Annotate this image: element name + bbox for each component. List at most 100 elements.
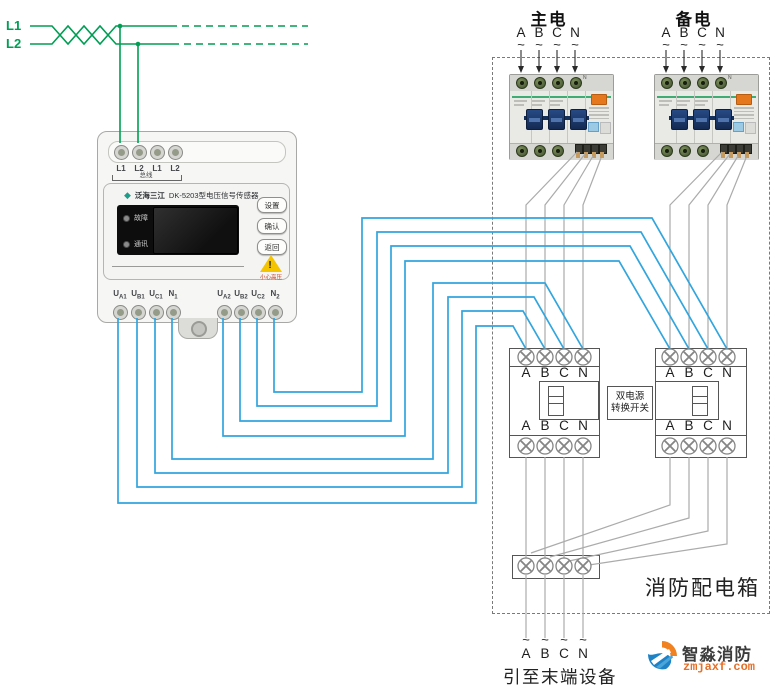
ats-line [510, 435, 599, 437]
breaker-test-button [736, 94, 752, 105]
breaker-test-button [591, 94, 607, 105]
ac-tilde: ~ [553, 37, 561, 52]
device-bottom-terminal-label: UC1 [149, 289, 163, 301]
device-bottom-terminal [216, 304, 232, 320]
device-bottom-terminal-label: N2 [270, 289, 280, 301]
phase-label: B [540, 365, 550, 380]
brand-name: 泛海三江 [134, 191, 165, 200]
breaker-green-stripe [657, 96, 756, 98]
phase-label: A [665, 418, 675, 433]
ac-tilde: ~ [541, 632, 549, 647]
phase-label: A [516, 25, 526, 40]
display-module: 故障 通讯 [117, 205, 239, 255]
device-top-terminal [113, 144, 129, 160]
confirm-button: 确认 [257, 218, 287, 234]
ac-tilde: ~ [535, 37, 543, 52]
breaker-handle [670, 109, 688, 130]
sensor-wire [117, 318, 527, 504]
ats-label-line1: 双电源 [615, 390, 645, 402]
breaker-top-terminal [534, 77, 546, 89]
main-power-label: 主电 [530, 11, 568, 29]
brand-logo-icon: ◆ [124, 190, 131, 200]
breaker-reset-button [588, 122, 599, 132]
site-logo: 智淼消防 zmjaxf.com [646, 640, 755, 677]
comm-led [123, 241, 130, 248]
device-bottom-terminal-label: UA2 [217, 289, 231, 301]
device-bottom-terminal [267, 304, 283, 320]
phase-label: A [661, 25, 671, 40]
device-bottom-terminal [233, 304, 249, 320]
phase-label: N [578, 646, 588, 661]
ats-switch-symbol [548, 386, 564, 416]
device-bottom-terminal-label: UB1 [131, 289, 145, 301]
panel-divider [112, 266, 244, 267]
logo-name: 智淼消防 [682, 646, 752, 664]
phase-label: C [552, 25, 562, 40]
phase-label: B [684, 365, 694, 380]
ac-tilde: ~ [698, 37, 706, 52]
breaker-bottom-terminal [534, 145, 546, 157]
line-l2 [30, 24, 172, 46]
phase-label: B [540, 418, 550, 433]
phase-label: C [703, 365, 713, 380]
ac-tilde: ~ [579, 632, 587, 647]
phase-label: A [521, 365, 531, 380]
breaker-bottom-terminal [661, 145, 673, 157]
comm-led-row: 通讯 [123, 241, 148, 248]
line-l1 [30, 24, 170, 46]
logo-site: zmjaxf.com [683, 660, 756, 674]
ac-tilde: ~ [560, 632, 568, 647]
breaker-handle [569, 109, 587, 130]
breaker-top-terminal [570, 77, 582, 89]
phase-label: A [521, 646, 531, 661]
ac-tilde: ~ [571, 37, 579, 52]
phase-label: N [570, 25, 580, 40]
device-top-terminal-label: L1 [116, 164, 126, 173]
high-voltage-warning-text: 小心高压 [259, 275, 283, 281]
line-l1-label: L1 [6, 18, 22, 33]
ats-line [656, 435, 746, 437]
breaker-bottom-terminal [679, 145, 691, 157]
phase-label: C [697, 25, 707, 40]
device-top-terminal-label: L1 [152, 164, 162, 173]
bus-label: 总线 [137, 172, 155, 180]
phase-label: N [722, 365, 732, 380]
din-clip-hole [191, 321, 207, 337]
din-rail-clip [178, 318, 218, 339]
bus-bracket [112, 175, 182, 181]
breaker-top-terminal [679, 77, 691, 89]
device-top-terminal [149, 144, 165, 160]
breaker-diagram-area [745, 122, 756, 134]
junction-dot [135, 41, 141, 47]
device-bottom-terminal-label: UB2 [234, 289, 248, 301]
phase-label: A [521, 418, 531, 433]
junction-dot [117, 23, 123, 29]
line-l2-label: L2 [6, 36, 22, 51]
ats-switch-symbol [692, 386, 708, 416]
breaker-diagram-area [600, 122, 611, 134]
device-bottom-terminal [130, 304, 146, 320]
phase-label: B [540, 646, 550, 661]
phase-label: C [559, 365, 569, 380]
fault-led-row: 故障 [123, 215, 148, 222]
phase-label: C [559, 418, 569, 433]
phase-label: C [703, 418, 713, 433]
ac-tilde: ~ [662, 37, 670, 52]
ac-tilde: ~ [517, 37, 525, 52]
logo-icon [646, 640, 678, 672]
device-bottom-terminal [112, 304, 128, 320]
phase-label: N [578, 365, 588, 380]
device-top-terminal [131, 144, 147, 160]
phase-label: N [715, 25, 725, 40]
phase-label: N [578, 418, 588, 433]
device-bottom-terminal [250, 304, 266, 320]
device-bottom-terminal-label: UA1 [113, 289, 127, 301]
device-model: DK-5203型电压信号传感器 [168, 191, 259, 200]
breaker-top-terminal [661, 77, 673, 89]
lcd-screen [153, 207, 238, 254]
ats-mid-box [655, 381, 719, 420]
circuit-breaker: N [654, 74, 759, 160]
device-front-panel: ◆ 泛海三江 DK-5203型电压信号传感器 故障 通讯 设置 确认 返回 ! [103, 183, 290, 281]
device-bottom-terminal-label: UC2 [251, 289, 265, 301]
dual-power-transfer-switch-label: 双电源 转换开关 [607, 386, 653, 420]
